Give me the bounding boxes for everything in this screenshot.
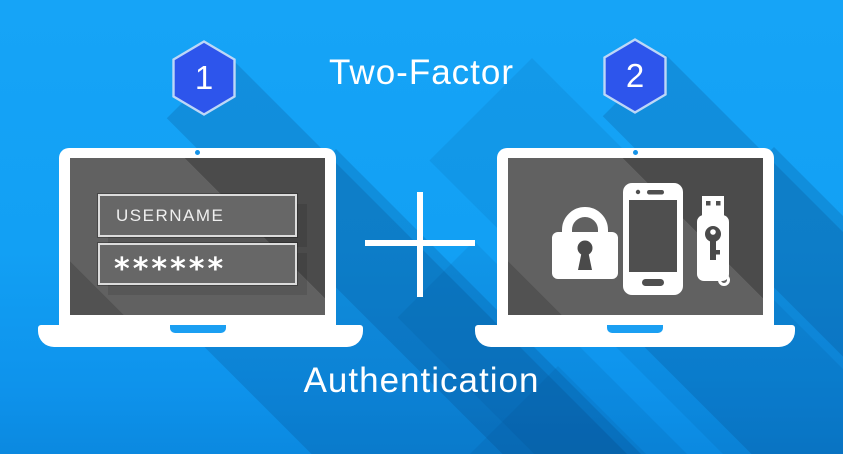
username-field-value: USERNAME: [116, 205, 225, 225]
heading-bottom: Authentication: [303, 361, 540, 400]
factor-laptop-base: [475, 325, 795, 347]
step-badge-2: 2: [602, 38, 668, 114]
heading-top: Two-Factor: [328, 53, 515, 92]
password-field: ******: [98, 243, 297, 287]
factor-laptop-notch: [607, 325, 663, 333]
webcam-icon: [195, 150, 200, 155]
hexagon-icon: [603, 38, 667, 114]
step-badge-2-label: 2: [625, 57, 645, 94]
step-badge-1: 1: [171, 40, 237, 116]
padlock-icon: [552, 207, 618, 279]
password-field-mask: ******: [114, 251, 227, 287]
login-laptop-notch: [170, 325, 226, 333]
login-laptop-base: [38, 325, 363, 347]
step-badge-1-label: 1: [194, 59, 214, 96]
hexagon-icon: [172, 40, 236, 116]
plus-icon: [365, 240, 475, 246]
username-field: USERNAME: [98, 194, 297, 237]
usb-key-icon: [697, 196, 730, 286]
webcam-icon: [633, 150, 638, 155]
smartphone-icon: [623, 183, 683, 295]
